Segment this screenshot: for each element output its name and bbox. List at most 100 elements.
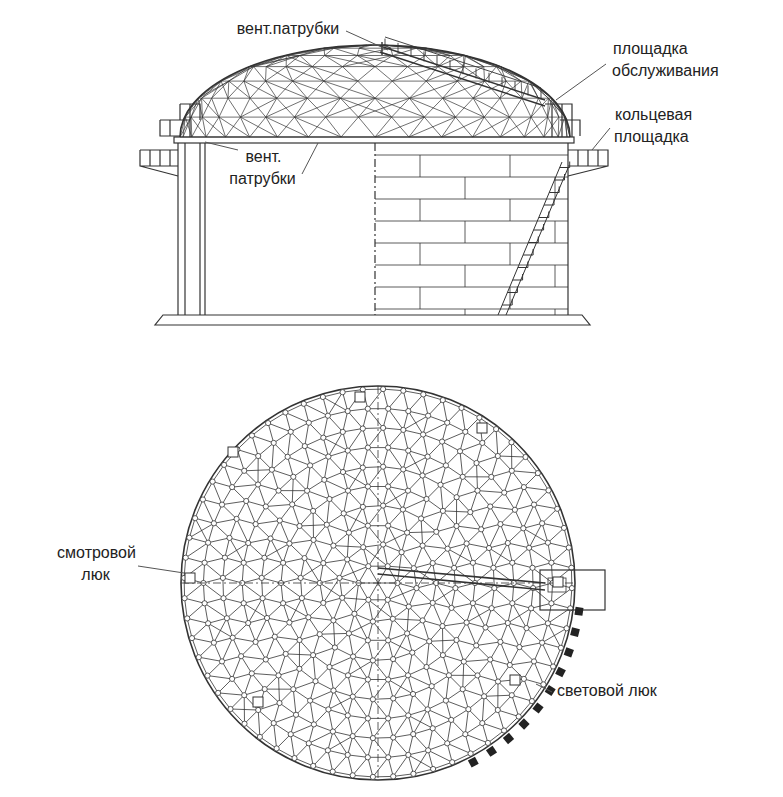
plan-node [492, 586, 497, 591]
plan-member [349, 622, 373, 634]
foundation-slab [155, 315, 590, 325]
brick-joint [465, 221, 466, 243]
dome-member [221, 81, 228, 98]
plan-member [225, 538, 230, 558]
plan-node [365, 638, 370, 643]
plan-node [461, 659, 466, 664]
plan-node [381, 387, 386, 392]
plan-node [370, 774, 375, 779]
plan-member [447, 734, 465, 743]
plan-member [353, 680, 368, 697]
plan-member [280, 521, 300, 527]
dome-member [286, 66, 312, 67]
plan-member [486, 628, 501, 642]
plan-node [551, 664, 556, 669]
plan-member [281, 578, 301, 583]
plan-outline [181, 386, 575, 780]
plan-node [189, 636, 194, 641]
plan-member [457, 497, 471, 512]
dome-member [228, 98, 240, 117]
plan-member [489, 548, 512, 563]
dome-member [548, 117, 559, 137]
plan-member [446, 701, 469, 710]
plan-member [423, 546, 433, 564]
plan-member [473, 583, 475, 603]
stair-stringer [498, 162, 562, 315]
stair-tread [528, 242, 538, 243]
plan-node [365, 716, 370, 721]
plan-member [512, 695, 532, 701]
center-line [374, 143, 375, 315]
plan-node [566, 545, 571, 550]
plan-node [202, 601, 207, 606]
plan-node [330, 729, 335, 734]
plan-member [323, 559, 347, 563]
plan-member [223, 558, 225, 578]
plan-member [316, 681, 334, 690]
plan-member [524, 679, 544, 685]
plan-node [381, 464, 386, 469]
plan-member [498, 665, 510, 682]
plan-member [460, 432, 465, 451]
plan-member [393, 755, 408, 777]
plan-member [344, 491, 348, 514]
plan-member [373, 698, 393, 700]
plan-member [224, 465, 244, 471]
dome-member [191, 117, 202, 118]
dome-outline [180, 45, 570, 137]
plan-node [509, 693, 514, 698]
plan-member [421, 519, 436, 532]
plan-member [320, 583, 324, 603]
plan-member [291, 423, 309, 432]
plan-node [360, 504, 365, 509]
dome-lattice [180, 45, 570, 137]
plan-member [542, 643, 553, 667]
plan-member [223, 563, 244, 578]
plan-node [381, 425, 386, 430]
leader-line [138, 566, 184, 573]
plan-node [262, 687, 267, 692]
plan-member [305, 540, 314, 558]
dome-member [250, 98, 266, 117]
plan-node [488, 504, 493, 509]
plan-member [222, 505, 237, 519]
plan-node [454, 495, 459, 500]
plan-member [409, 603, 433, 607]
plan-member [320, 578, 340, 583]
leader-line [302, 143, 318, 174]
plan-member [307, 491, 329, 499]
plan-member [489, 548, 493, 568]
plan-member [436, 583, 451, 608]
plan-member [258, 443, 274, 456]
stair-block [518, 718, 529, 729]
plan-member [327, 525, 349, 533]
plan-member [452, 608, 467, 623]
plan-member [330, 491, 349, 499]
plan-member [368, 487, 383, 506]
plan-member [347, 559, 358, 583]
plan-lattice [181, 386, 575, 780]
plan-node [424, 496, 429, 501]
plan-member [498, 456, 526, 457]
dome-member [341, 117, 358, 137]
plan-member [279, 669, 300, 676]
plan-member [468, 696, 484, 709]
plan-node [431, 766, 436, 771]
dome-member [325, 55, 358, 56]
dome-member [202, 98, 219, 117]
plan-member [548, 543, 569, 548]
plan-member [323, 416, 328, 438]
plan-member [504, 471, 512, 493]
plan-node [242, 693, 247, 698]
plan-node [445, 741, 450, 746]
plan-member [353, 718, 368, 736]
plan-member [328, 709, 333, 731]
plan-member [268, 413, 285, 424]
plan-member [286, 654, 313, 655]
plan-member [423, 394, 428, 415]
plan-member [373, 640, 388, 660]
dome-member [450, 56, 464, 67]
plan-member [348, 451, 363, 468]
dome-member [375, 117, 424, 137]
plan-node [449, 605, 454, 610]
